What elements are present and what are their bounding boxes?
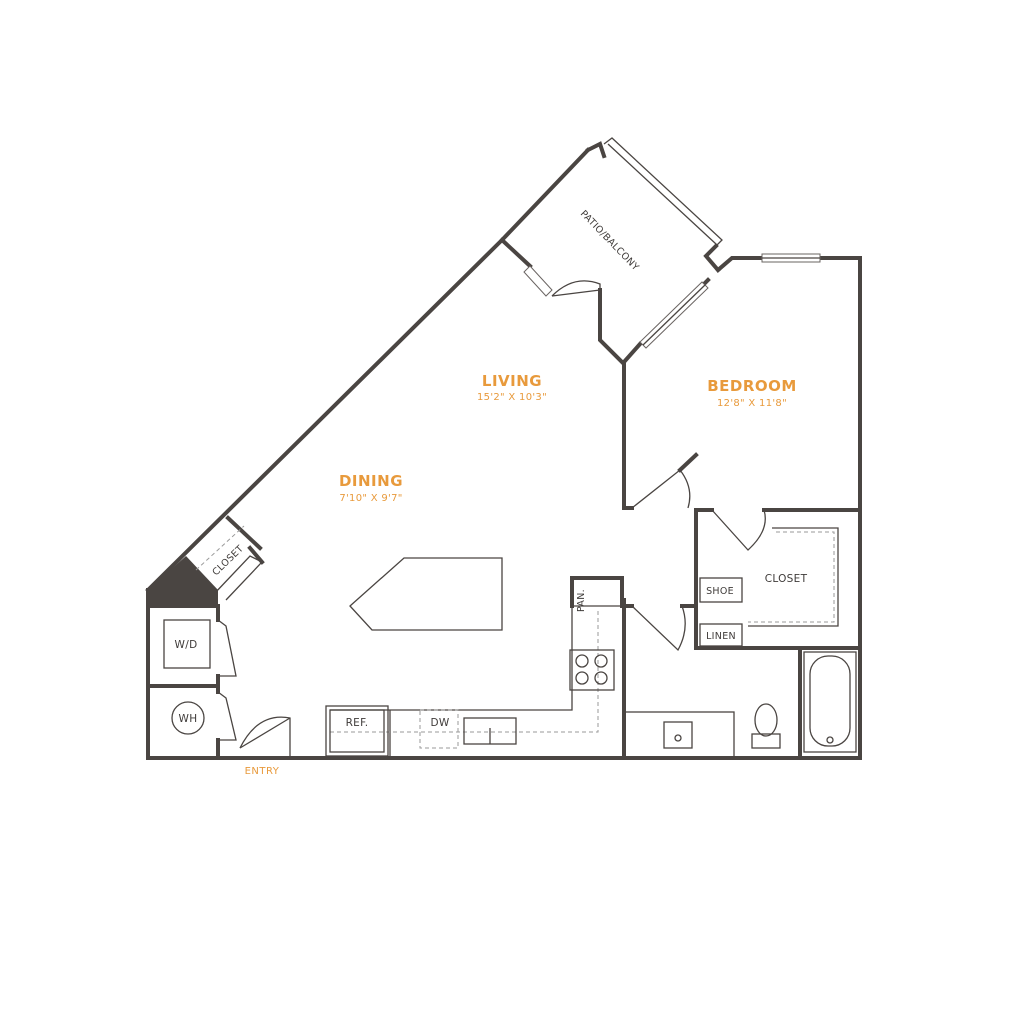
kitchen-island <box>349 557 503 631</box>
dining-title: DINING <box>339 472 403 490</box>
dw-label: DW <box>430 717 449 729</box>
ref-label: REF. <box>346 717 369 729</box>
doors <box>213 280 766 758</box>
labels: LIVING 15'2" X 10'3" BEDROOM 12'8" X 11'… <box>175 208 808 777</box>
living-title: LIVING <box>482 372 542 390</box>
entry-closet-label: CLOSET <box>210 543 245 578</box>
bathroom-sink <box>663 721 693 749</box>
exterior-walls <box>145 141 862 760</box>
bathroom <box>623 651 857 759</box>
pantry-label: PAN. <box>576 589 587 612</box>
wh-label: WH <box>179 713 198 725</box>
bathtub <box>803 651 857 753</box>
water-heater <box>171 701 205 735</box>
linen-label: LINEN <box>706 631 736 642</box>
bedroom-closet <box>699 527 839 647</box>
bedroom-dims: 12'8" X 11'8" <box>717 398 787 409</box>
kitchen <box>325 557 622 757</box>
dining-dims: 7'10" X 9'7" <box>339 493 402 504</box>
toilet <box>754 703 778 737</box>
living-dims: 15'2" X 10'3" <box>477 392 547 403</box>
shoe-label: SHOE <box>706 586 734 597</box>
refrigerator <box>325 705 389 757</box>
patio-railing <box>603 137 723 249</box>
bedroom-closet-label: CLOSET <box>765 573 808 585</box>
entry-label: ENTRY <box>245 766 280 777</box>
patio-label: PATIO/BALCONY <box>578 208 641 273</box>
structural-column <box>148 556 218 606</box>
bedroom-title: BEDROOM <box>707 377 797 395</box>
windows <box>523 253 821 349</box>
washer-dryer <box>163 619 211 669</box>
wd-label: W/D <box>175 639 198 651</box>
interior-walls <box>146 237 862 760</box>
range <box>569 649 615 691</box>
dishwasher <box>419 709 459 749</box>
